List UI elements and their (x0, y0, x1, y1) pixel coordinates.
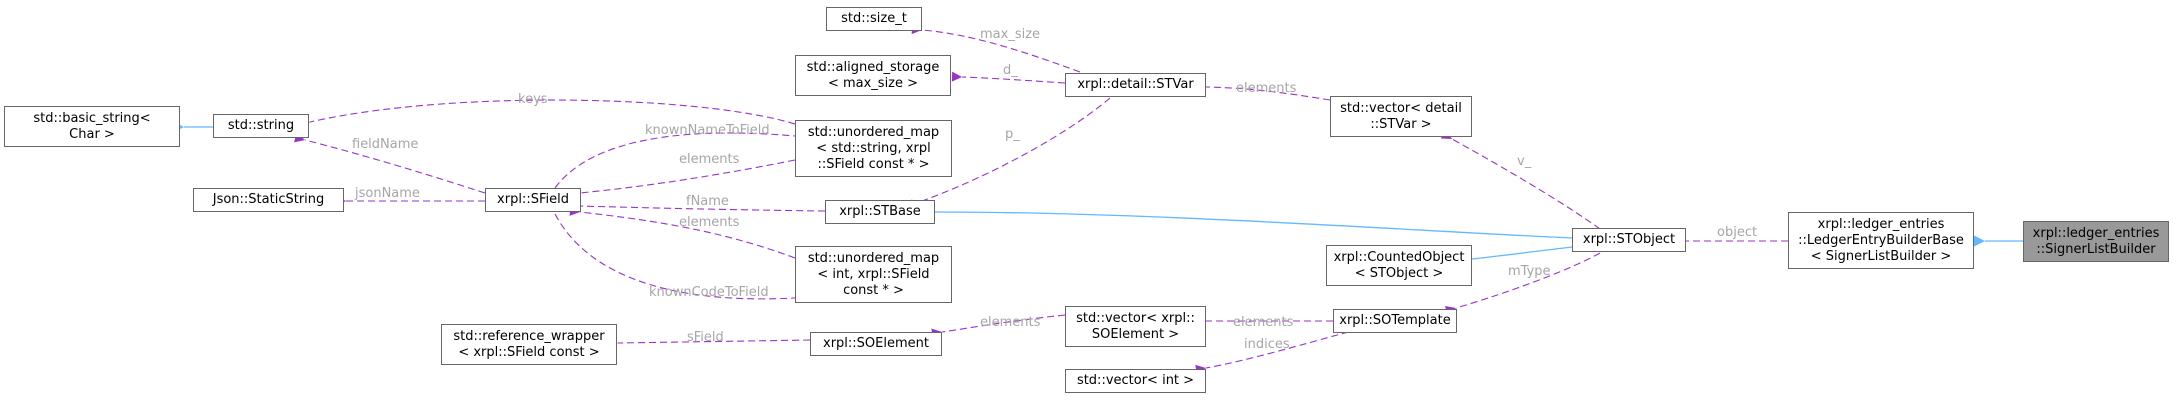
node-line: < std::string, xrpl (816, 140, 931, 156)
node-line: xrpl::SOElement (823, 336, 929, 351)
edge-keys (299, 99, 796, 130)
node-unordered-map-int[interactable]: std::unordered_map < int, xrpl::SField c… (795, 246, 952, 303)
node-json-static-string[interactable]: Json::StaticString (193, 188, 344, 212)
node-line: < SignerListBuilder > (1810, 248, 1952, 264)
node-line: < int, xrpl::SField (817, 266, 930, 282)
edge-label-v: v_ (1517, 154, 1532, 169)
edge-label-elements-soelem: elements (980, 315, 1041, 330)
node-line: std::size_t (841, 11, 907, 26)
edge-elements-umap2 (569, 205, 796, 259)
node-line: std::aligned_storage (806, 59, 940, 75)
node-vector-stvar[interactable]: std::vector< detail ::STVar > (1330, 96, 1472, 137)
node-line: Char > (69, 126, 115, 142)
edge-label-elements-umap2: elements (679, 215, 740, 230)
node-line: < xrpl::SField const > (458, 344, 600, 360)
node-line: < STObject > (1354, 265, 1444, 281)
node-sotemplate[interactable]: xrpl::SOTemplate (1333, 309, 1457, 333)
node-line: xrpl::detail::STVar (1077, 77, 1194, 92)
edge-label-p: p_ (1005, 127, 1020, 142)
node-soelement[interactable]: xrpl::SOElement (810, 332, 942, 356)
node-vector-int[interactable]: std::vector< int > (1065, 369, 1206, 393)
node-counted-object[interactable]: xrpl::CountedObject < STObject > (1326, 245, 1472, 286)
edge-label-elements-stvar: elements (1236, 81, 1297, 96)
edge-elements-umap1 (569, 159, 796, 199)
node-line: ::LedgerEntryBuilderBase (1798, 232, 1964, 248)
edge-label-jsonName: jsonName (354, 186, 420, 201)
node-line: std::vector< int > (1076, 373, 1195, 388)
edge-elements-stvar (1195, 81, 1331, 101)
node-line: xrpl::SField (497, 192, 569, 207)
node-reference-wrapper[interactable]: std::reference_wrapper < xrpl::SField co… (441, 324, 617, 365)
node-std-string[interactable]: std::string (213, 114, 309, 138)
edge-label-sField: sField (687, 330, 724, 345)
node-line: std::vector< xrpl:: (1076, 310, 1195, 326)
node-line: std::vector< detail (1340, 100, 1462, 116)
edge-label-object: object (1717, 225, 1757, 240)
edge-knownCodeToField (554, 213, 806, 303)
edge-label-mType: mType (1508, 264, 1551, 279)
node-line: std::reference_wrapper (453, 328, 605, 344)
node-signer-list-builder: xrpl::ledger_entries ::SignerListBuilder (2023, 221, 2169, 262)
edge-label-max-size: max_size (980, 27, 1040, 42)
node-line: xrpl::SOTemplate (1339, 313, 1451, 328)
edge-p (910, 97, 1111, 210)
edge-label-d: d_ (1003, 63, 1018, 78)
edge-sField (607, 338, 811, 349)
node-ledger-entry-builder-base[interactable]: xrpl::ledger_entries ::LedgerEntryBuilde… (1788, 212, 1974, 269)
edge-label-fName: fName (686, 194, 729, 209)
node-stobject[interactable]: xrpl::STObject (1572, 228, 1686, 252)
node-line: xrpl::STBase (839, 204, 921, 219)
node-sfield[interactable]: xrpl::SField (485, 188, 581, 212)
edge-mType (1444, 252, 1601, 316)
node-line: std::string (227, 118, 295, 133)
node-basic-string[interactable]: std::basic_string< Char > (4, 106, 180, 147)
edge-max-size (911, 24, 1081, 73)
edge-d (951, 71, 1066, 84)
edge-label-keys: keys (518, 92, 548, 107)
node-size-t[interactable]: std::size_t (826, 7, 922, 31)
node-line: SOElement > (1091, 326, 1180, 342)
node-vector-soelement[interactable]: std::vector< xrpl:: SOElement > (1065, 306, 1206, 347)
edge-knownNameToField (554, 131, 806, 189)
node-aligned-storage[interactable]: std::aligned_storage < max_size > (795, 55, 951, 96)
edge-label-indices: indices (1244, 337, 1290, 352)
edge-elements-soelem (931, 314, 1066, 339)
edge-inherit-stobject-to-counted (1459, 246, 1573, 267)
node-line: std::unordered_map (807, 250, 940, 266)
edge-inherit-stobject-to-stbase (922, 205, 1573, 239)
edge-label-knownCodeToField: knownCodeToField (649, 285, 769, 300)
edge-label-fieldName: fieldName (352, 137, 418, 152)
node-line: xrpl::ledger_entries (2032, 225, 2160, 241)
edge-label-elements-umap1: elements (679, 152, 740, 167)
node-line: const * > (843, 282, 904, 298)
node-line: ::STVar > (1370, 116, 1432, 132)
node-line: xrpl::CountedObject (1333, 249, 1465, 265)
node-line: std::unordered_map (807, 124, 940, 140)
node-line: xrpl::STObject (1582, 232, 1676, 247)
edge-label-knownNameToField: knownNameToField (645, 123, 770, 138)
edge-v (1440, 129, 1601, 230)
node-line: < max_size > (827, 75, 919, 91)
node-line: std::basic_string< (33, 110, 151, 126)
node-line: ::SField const * > (817, 156, 930, 172)
edge-fieldName (294, 132, 486, 194)
node-unordered-map-string[interactable]: std::unordered_map < std::string, xrpl :… (795, 120, 952, 177)
node-line: xrpl::ledger_entries (1817, 216, 1945, 232)
node-detail-stvar[interactable]: xrpl::detail::STVar (1065, 73, 1206, 97)
node-stbase[interactable]: xrpl::STBase (825, 200, 935, 224)
node-line: Json::StaticString (212, 192, 325, 207)
node-line: ::SignerListBuilder (2036, 241, 2156, 257)
edge-label-elements-vec: elements (1233, 315, 1294, 330)
